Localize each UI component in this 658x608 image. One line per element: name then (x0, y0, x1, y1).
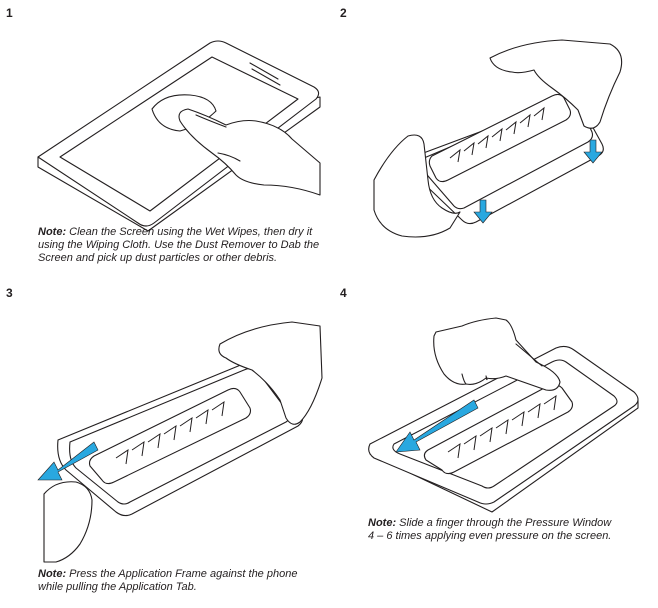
note-line: while pulling the Application Tab. (38, 581, 197, 593)
step-2-number: 2 (340, 6, 347, 20)
hand-illustration (178, 108, 321, 196)
hand-illustration (433, 317, 561, 391)
chevron-icon-row (447, 394, 557, 459)
note-line: Press the Application Frame against the … (66, 568, 298, 580)
arrow-icon (395, 399, 479, 453)
step-4-number: 4 (340, 286, 347, 300)
hand-illustration (373, 134, 461, 238)
step-1-illustration (37, 40, 321, 232)
note-label: Note: (368, 517, 397, 529)
note-label: Note: (38, 568, 67, 580)
step-4-illustration (368, 317, 639, 513)
note-line: 4 – 6 times applying even pressure on th… (368, 530, 612, 542)
step-3-illustration (37, 321, 323, 563)
step-1-number: 1 (6, 6, 13, 20)
hand-illustration (489, 39, 623, 129)
note-line: using the Wiping Cloth. Use the Dust Rem… (38, 239, 320, 251)
arrow-icon (37, 441, 99, 481)
phone-screen (59, 56, 299, 212)
pressure-window (88, 387, 252, 485)
step-4-note: Note: Slide a finger through the Pressur… (368, 517, 658, 543)
note-line: Slide a finger through the Pressure Wind… (396, 517, 612, 529)
arrow-icon (583, 139, 603, 164)
chevron-icon-row (115, 400, 225, 465)
step-2-illustration (373, 39, 623, 238)
phone-face (37, 40, 320, 227)
hand-illustration (218, 321, 323, 425)
arrow-icon (473, 199, 493, 224)
hand-illustration (43, 481, 93, 563)
note-line: Clean the Screen using the Wet Wipes, th… (66, 226, 313, 238)
step-3-note: Note: Press the Application Frame agains… (38, 568, 338, 594)
note-line: Screen and pick up dust particles or oth… (38, 252, 278, 264)
step-1-note: Note: Clean the Screen using the Wet Wip… (38, 226, 338, 265)
speaker-slot (249, 62, 281, 86)
chevron-icon-row (449, 106, 545, 163)
step-3-number: 3 (6, 286, 13, 300)
note-label: Note: (38, 226, 67, 238)
